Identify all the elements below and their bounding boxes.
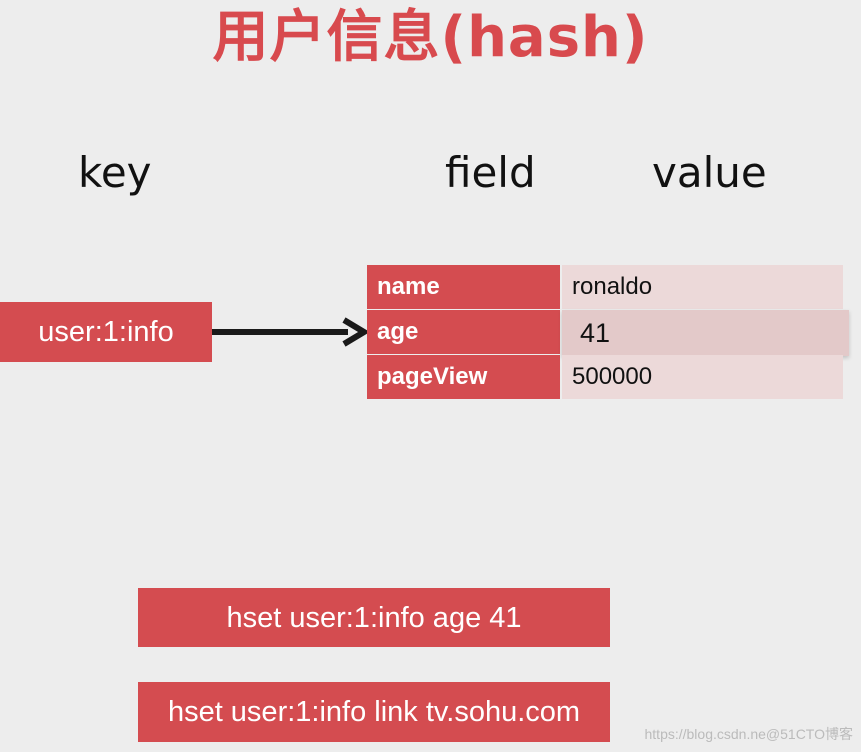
hash-row-name: name ronaldo	[367, 265, 843, 309]
key-box: user:1:info	[0, 302, 212, 362]
field-column-label: field	[445, 148, 536, 197]
command-hset-age: hset user:1:info age 41	[138, 588, 610, 647]
hash-field: age	[367, 310, 560, 354]
hash-value: 500000	[562, 355, 843, 399]
value-column-label: value	[652, 148, 767, 197]
hash-row-pageview: pageView 500000	[367, 355, 843, 399]
hash-row-age: age 41	[367, 310, 849, 356]
hash-value: 41	[562, 310, 849, 356]
hash-value: ronaldo	[562, 265, 843, 309]
watermark: https://blog.csdn.ne@51CTO博客	[644, 726, 854, 742]
right-arrow-icon	[212, 317, 368, 347]
hash-field: pageView	[367, 355, 560, 399]
hash-field: name	[367, 265, 560, 309]
page-title: 用户信息(hash)	[212, 5, 649, 70]
key-column-label: key	[78, 148, 152, 197]
command-hset-link: hset user:1:info link tv.sohu.com	[138, 682, 610, 742]
